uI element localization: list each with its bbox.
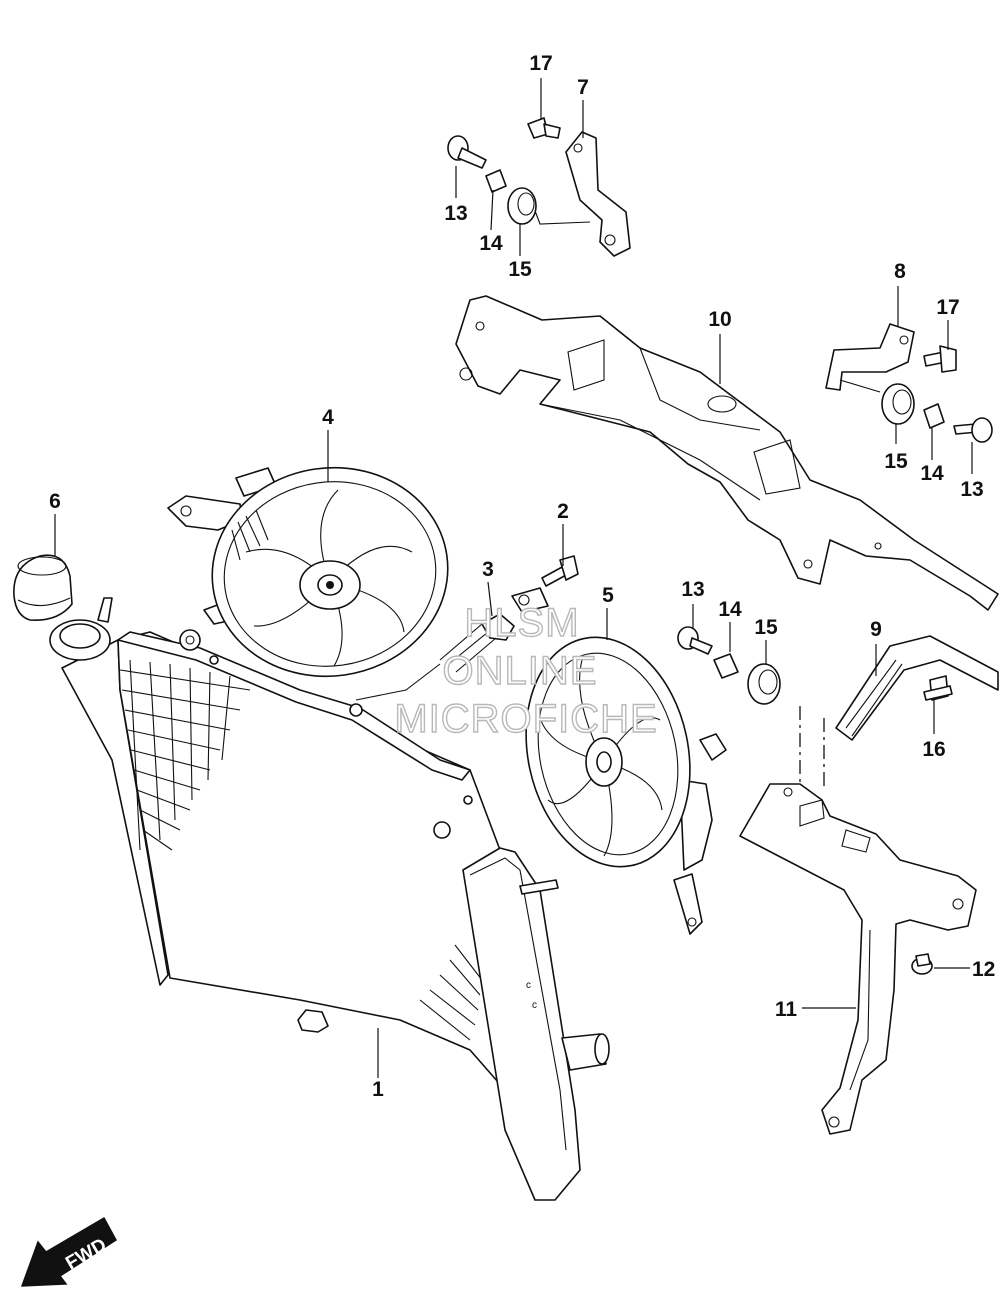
watermark: HLSM ONLINE MICROFICHE <box>394 600 658 741</box>
lower-mount-bracket <box>739 783 977 1135</box>
callout-16: 16 <box>922 738 945 761</box>
callout-15-right: 15 <box>884 450 908 473</box>
leader-lines <box>54 78 973 1078</box>
svg-text:c: c <box>526 980 531 991</box>
grommet-15-upper <box>507 187 537 225</box>
callout-5: 5 <box>602 584 614 607</box>
grommet-15-right <box>881 383 915 425</box>
watermark-line-3: MICROFICHE <box>394 697 657 741</box>
callout-11: 11 <box>775 998 798 1021</box>
radiator-cover <box>455 295 999 611</box>
callout-8: 8 <box>894 260 906 283</box>
radiator: c c <box>49 597 610 1201</box>
fwd-arrow-icon: FWD <box>20 1216 117 1287</box>
callout-13-middle: 13 <box>681 578 704 601</box>
stay-bracket <box>835 635 999 741</box>
callout-15-upper: 15 <box>508 258 532 281</box>
collar-14-right <box>923 403 945 429</box>
callout-12: 12 <box>972 958 995 981</box>
callout-10: 10 <box>708 308 731 331</box>
bolt-17-upper <box>527 117 561 139</box>
bolt-13-middle <box>677 626 713 655</box>
collar-14-middle <box>713 653 739 679</box>
callout-9: 9 <box>870 618 882 641</box>
callout-1: 1 <box>372 1078 384 1101</box>
bolt-17-right <box>923 345 957 373</box>
svg-text:c: c <box>532 1000 537 1011</box>
watermark-line-1: HLSM <box>464 601 579 645</box>
bolt-2 <box>541 555 579 587</box>
upper-bracket <box>533 131 631 257</box>
watermark-line-2: ONLINE <box>443 649 598 693</box>
bolt-12 <box>911 953 933 975</box>
bolt-13-upper <box>447 135 487 169</box>
callout-labels: 17 7 13 14 15 8 17 10 15 14 13 4 6 2 3 5… <box>49 52 995 1101</box>
callout-17-upper: 17 <box>529 52 552 75</box>
callout-14-middle: 14 <box>718 598 742 621</box>
callout-17-right: 17 <box>936 296 959 319</box>
callout-15-middle: 15 <box>754 616 778 639</box>
callout-13-upper: 13 <box>444 202 467 225</box>
callout-2: 2 <box>557 500 569 523</box>
callout-14-upper: 14 <box>479 232 503 255</box>
callout-4: 4 <box>322 406 334 429</box>
cooling-fan-left <box>167 466 449 678</box>
collar-14-upper <box>485 169 507 193</box>
grommet-15-middle <box>747 663 781 705</box>
side-bracket <box>825 323 915 393</box>
callout-13-right: 13 <box>960 478 983 501</box>
wire-clip <box>355 613 515 701</box>
radiator-cap <box>13 554 73 621</box>
callout-14-right: 14 <box>920 462 944 485</box>
bolt-16 <box>923 675 953 701</box>
callout-6: 6 <box>49 490 61 513</box>
cooling-fan-right <box>511 587 727 935</box>
callout-3: 3 <box>482 558 494 581</box>
bolt-13-right <box>953 417 993 443</box>
callout-7: 7 <box>577 76 589 99</box>
radiator-core-fins <box>119 659 251 851</box>
